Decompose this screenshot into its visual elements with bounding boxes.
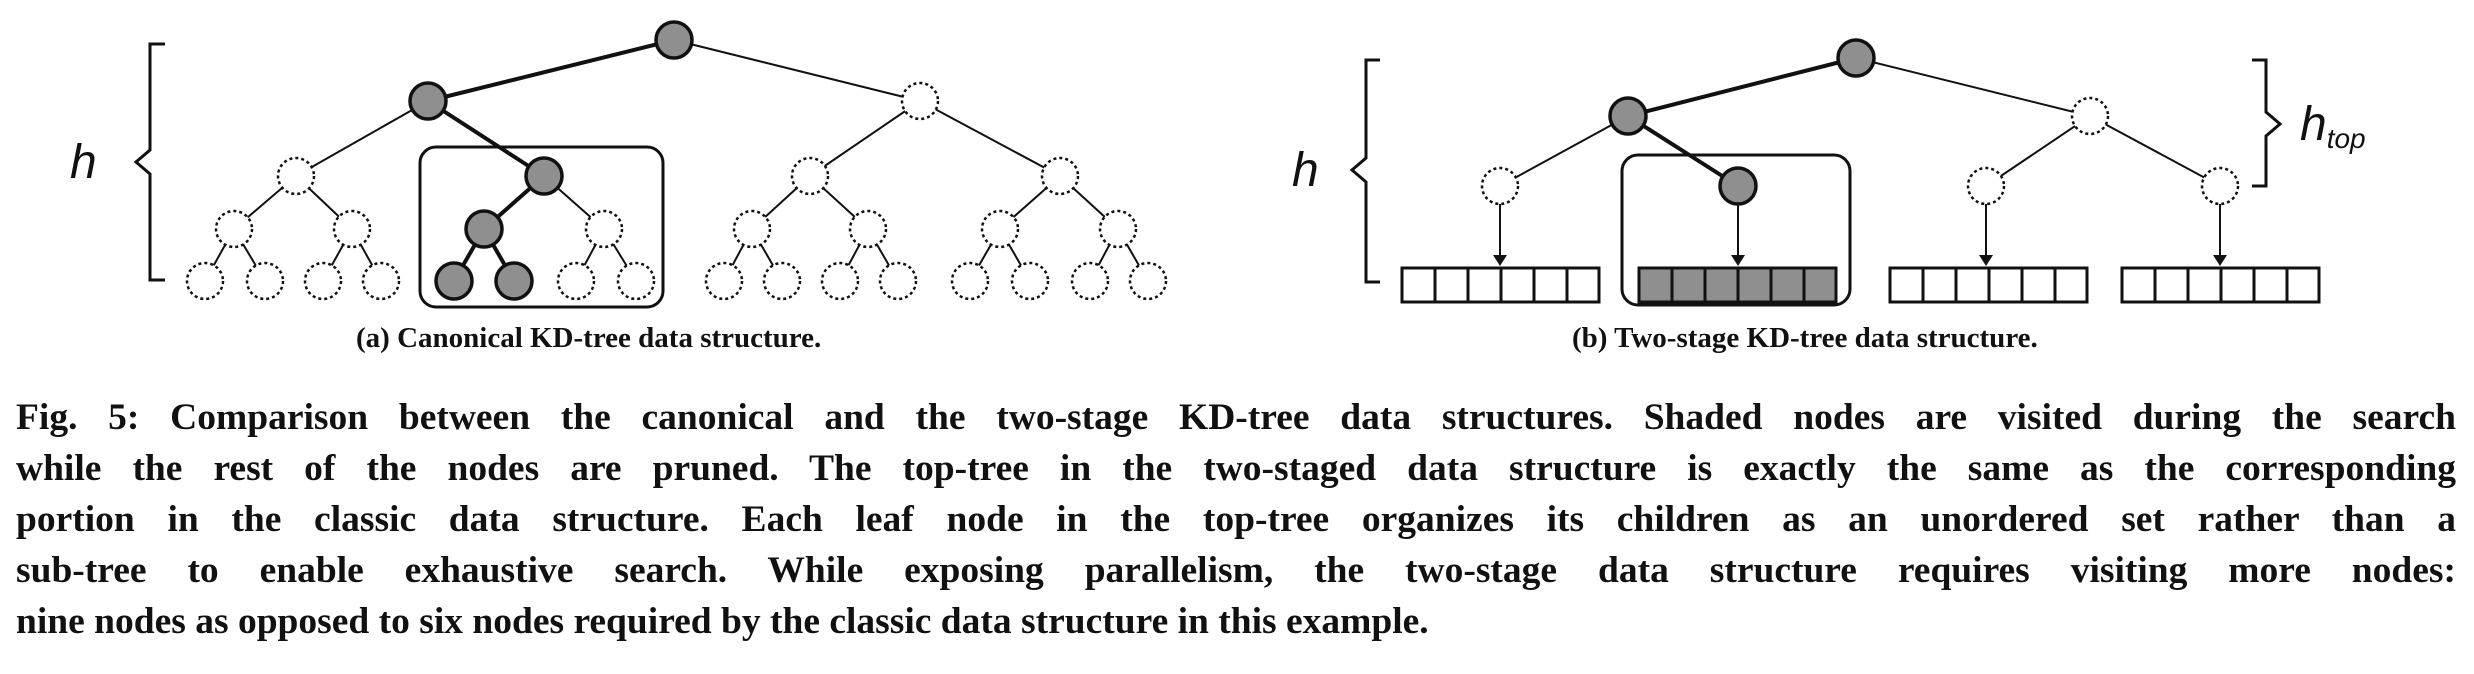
tree-node-pruned [790, 156, 830, 196]
height-symbol-left: h [70, 136, 97, 189]
leaf-node-pruned [950, 261, 990, 301]
panel-a-canonical-kd-tree: h [70, 20, 1168, 309]
tree-node-pruned [1966, 166, 2006, 206]
leaf-node-pruned [1070, 261, 1110, 301]
edge-visited [1627, 56, 1857, 118]
leaf-node-pruned [303, 261, 343, 301]
caption-line: sub-tree to enable exhaustive search. Wh… [16, 550, 2456, 591]
leaf-node-pruned [762, 261, 802, 301]
leaf-node-pruned [361, 261, 401, 301]
edge [809, 100, 921, 177]
tree-node-visited [1836, 38, 1876, 78]
tree-node-visited [524, 156, 564, 196]
edge-visited [1626, 114, 1740, 188]
leaf-node-pruned [556, 261, 596, 301]
height-brace-left [133, 42, 165, 282]
subcaption-a: (a) Canonical KD-tree data structure. [356, 322, 822, 354]
edge [919, 100, 1061, 177]
tree-node-pruned [980, 209, 1020, 249]
leaf-node-pruned [1128, 261, 1168, 301]
highlight-subtree-box [418, 145, 665, 309]
leaf-bucket-pruned [1400, 266, 1601, 304]
tree-node-pruned [214, 209, 254, 249]
leaf-node-pruned [185, 261, 225, 301]
tree-node-pruned [900, 81, 940, 121]
tree-node-visited [1718, 166, 1758, 206]
tree-node-visited [464, 209, 504, 249]
leaf-node-pruned [616, 261, 656, 301]
leaf-node-pruned [820, 261, 860, 301]
leaf-bucket-pruned [2120, 266, 2321, 304]
tree-node-visited [408, 81, 448, 121]
edge [295, 100, 429, 177]
caption-line: Fig. 5: Comparison between the canonical… [16, 397, 2456, 438]
tree-node-pruned [276, 156, 316, 196]
caption-line: while the rest of the nodes are pruned. … [16, 448, 2456, 489]
edge [673, 39, 921, 102]
leaf-node-pruned [1010, 261, 1050, 301]
leaf-node-pruned [245, 261, 285, 301]
edge [1985, 115, 2091, 187]
tree-node-visited [654, 20, 694, 60]
figure-caption: Fig. 5: Comparison between the canonical… [16, 392, 2456, 647]
arrowhead [1731, 255, 1745, 266]
arrowhead [1979, 255, 1993, 266]
tree-node-pruned [584, 209, 624, 249]
edge-visited [426, 99, 546, 178]
tree-node-pruned [2200, 166, 2240, 206]
figure-diagram: h [70, 20, 2366, 309]
leaf-node-pruned [704, 261, 744, 301]
subcaption-b: (b) Two-stage KD-tree data structure. [1572, 322, 2038, 354]
tree-node-pruned [1098, 209, 1138, 249]
caption-line: nine nodes as opposed to six nodes requi… [16, 601, 1429, 642]
leaf-node-visited [494, 261, 534, 301]
tree-node-pruned [848, 209, 888, 249]
tree-node-pruned [2070, 96, 2110, 136]
edge [1499, 115, 1629, 187]
caption-line: portion in the classic data structure. E… [16, 499, 2456, 540]
tree-node-visited [1608, 96, 1648, 136]
top-height-brace [2252, 58, 2283, 188]
tree-node-pruned [332, 209, 372, 249]
leaf-node-visited [434, 261, 474, 301]
edge-visited [427, 38, 675, 103]
leaf-bucket-pruned [1888, 266, 2089, 304]
arrowhead [2213, 255, 2227, 266]
edge [2089, 115, 2221, 187]
leaf-node-pruned [878, 261, 918, 301]
tree-node-pruned [1480, 166, 1520, 206]
height-brace-b [1349, 58, 1380, 284]
height-symbol-b: h [1292, 144, 1319, 197]
panel-b-two-stage-kd-tree: h htop [1292, 38, 2366, 307]
leaf-bucket-visited [1637, 266, 1838, 304]
tree-node-pruned [732, 209, 772, 249]
tree-node-pruned [1040, 156, 1080, 196]
highlight-subtree-box [1620, 153, 1852, 307]
arrowhead [1493, 255, 1507, 266]
edge [1855, 57, 2091, 117]
top-height-symbol: htop [2300, 98, 2366, 154]
